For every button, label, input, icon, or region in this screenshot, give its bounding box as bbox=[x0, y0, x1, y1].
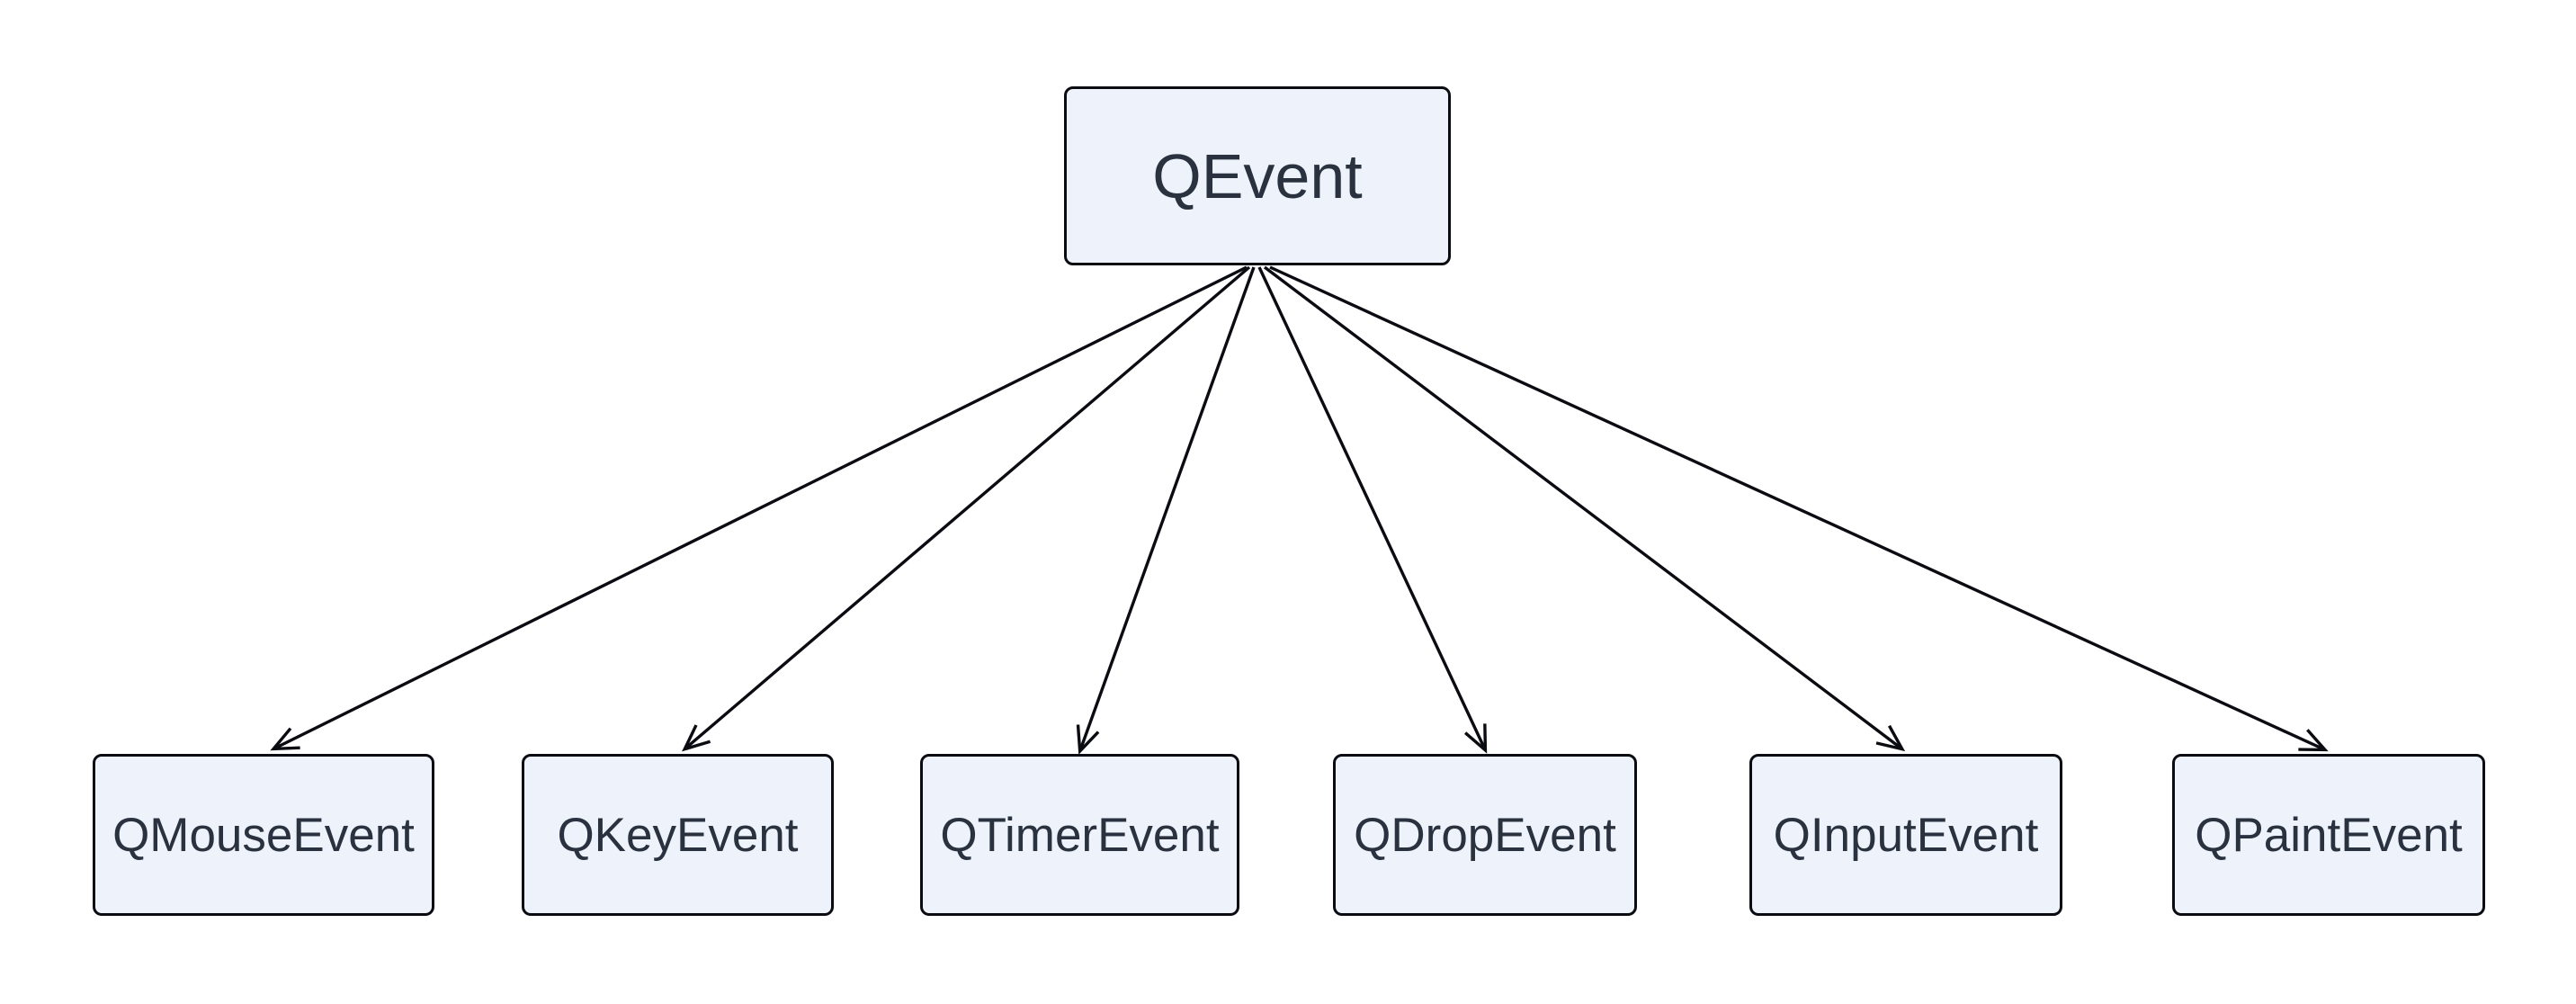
node-qevent-label: QEvent bbox=[1152, 140, 1363, 211]
edge-qevent-qtimerevent bbox=[1076, 266, 1256, 755]
node-qtimerevent-label: QTimerEvent bbox=[940, 808, 1220, 862]
node-qdropevent: QDropEvent bbox=[1333, 754, 1637, 916]
node-qdropevent-label: QDropEvent bbox=[1354, 808, 1616, 862]
node-qevent: QEvent bbox=[1064, 86, 1451, 265]
node-qinputevent: QInputEvent bbox=[1749, 754, 2062, 916]
edge-qevent-qmouseevent bbox=[270, 265, 1248, 751]
edge-qevent-qinputevent bbox=[1263, 265, 1906, 752]
edge-qevent-qdropevent bbox=[1257, 266, 1488, 754]
node-qkeyevent: QKeyEvent bbox=[522, 754, 834, 916]
node-qpaintevent-label: QPaintEvent bbox=[2195, 808, 2463, 862]
node-qmouseevent: QMouseEvent bbox=[93, 754, 434, 916]
node-qpaintevent: QPaintEvent bbox=[2172, 754, 2485, 916]
node-qkeyevent-label: QKeyEvent bbox=[557, 808, 799, 862]
node-qmouseevent-label: QMouseEvent bbox=[112, 808, 415, 862]
edge-qevent-qkeyevent bbox=[682, 265, 1251, 752]
edge-qevent-qpaintevent bbox=[1269, 265, 2329, 752]
node-qtimerevent: QTimerEvent bbox=[920, 754, 1239, 916]
node-qinputevent-label: QInputEvent bbox=[1773, 808, 2039, 862]
